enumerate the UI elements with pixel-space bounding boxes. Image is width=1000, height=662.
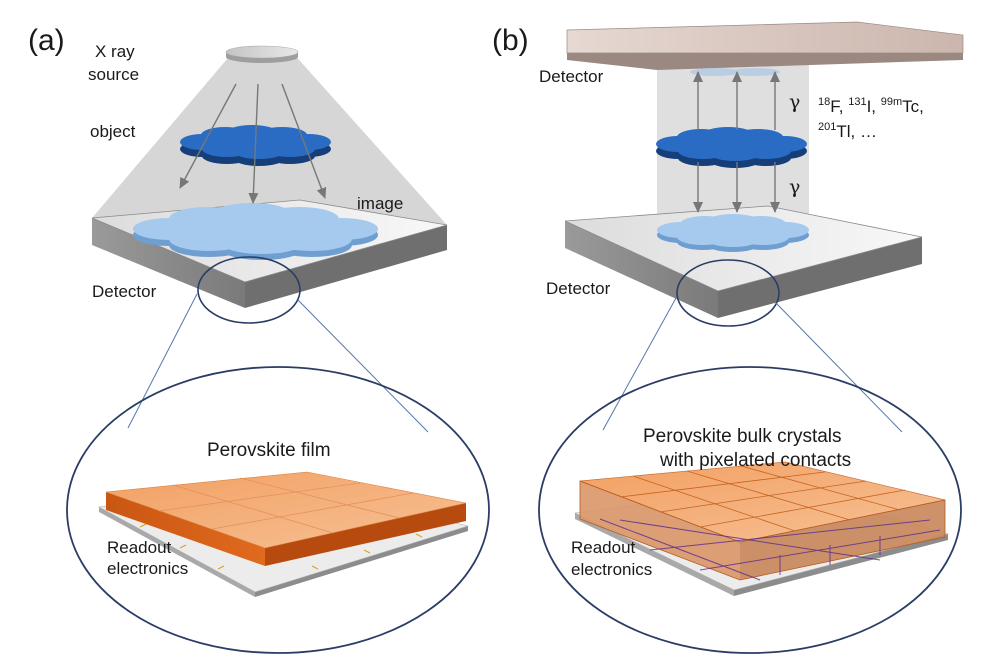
zoom-circle-small-a [197, 256, 301, 324]
perovskite-film-label: Perovskite film [207, 440, 331, 461]
zoom-circle-large-a [66, 366, 490, 654]
xray-source-label-line1: X ray [95, 42, 135, 61]
perovskite-bulk-crystal [579, 461, 946, 581]
readout-label-b-line1: Readout [571, 538, 636, 557]
isotope-list-line1: 18F, 131I, 99mTc, [818, 96, 924, 116]
readout-label-a-line2: electronics [107, 559, 188, 578]
zoom-line-right-a [297, 299, 429, 433]
gamma-label-down: γ [789, 176, 800, 198]
readout-label-a-line1: Readout [107, 538, 172, 557]
detector-label-a: Detector [92, 282, 157, 301]
xray-source [225, 45, 299, 63]
ray-arrow-right [281, 83, 327, 199]
zoom-line-right-b [775, 302, 903, 433]
zoom-circle-large-b [538, 366, 962, 654]
xray-source-label-line2: source [88, 65, 139, 84]
gamma-label-up: γ [789, 91, 800, 113]
detector-label-top-b: Detector [539, 67, 604, 86]
zoom-line-left-a [127, 293, 198, 429]
zoom-line-left-b [602, 297, 677, 431]
bulk-crystals-label-line2: with pixelated contacts [659, 450, 851, 471]
object-cloud-a [180, 125, 331, 166]
perovskite-film-slab [105, 471, 467, 566]
object-cloud-b [656, 127, 807, 168]
bulk-crystals-label-line1: Perovskite bulk crystals [643, 426, 842, 447]
image-label: image [357, 194, 403, 213]
panel-b-tag: (b) [492, 24, 529, 57]
panel-b: (b) [492, 21, 964, 654]
ray-arrow-left [179, 83, 237, 189]
readout-label-b-line2: electronics [571, 560, 652, 579]
panel-a-tag: (a) [28, 24, 65, 57]
object-label: object [90, 122, 136, 141]
detector-label-bottom-b: Detector [546, 279, 611, 298]
detector-plate-top [566, 21, 964, 70]
image-cloud-a [133, 203, 378, 260]
isotope-list-line2: 201Tl, … [818, 121, 877, 141]
ray-arrow-middle [248, 83, 259, 204]
image-cloud-b [657, 214, 809, 252]
zoom-circle-small-b [676, 259, 780, 327]
panel-a: (a) [28, 24, 490, 654]
